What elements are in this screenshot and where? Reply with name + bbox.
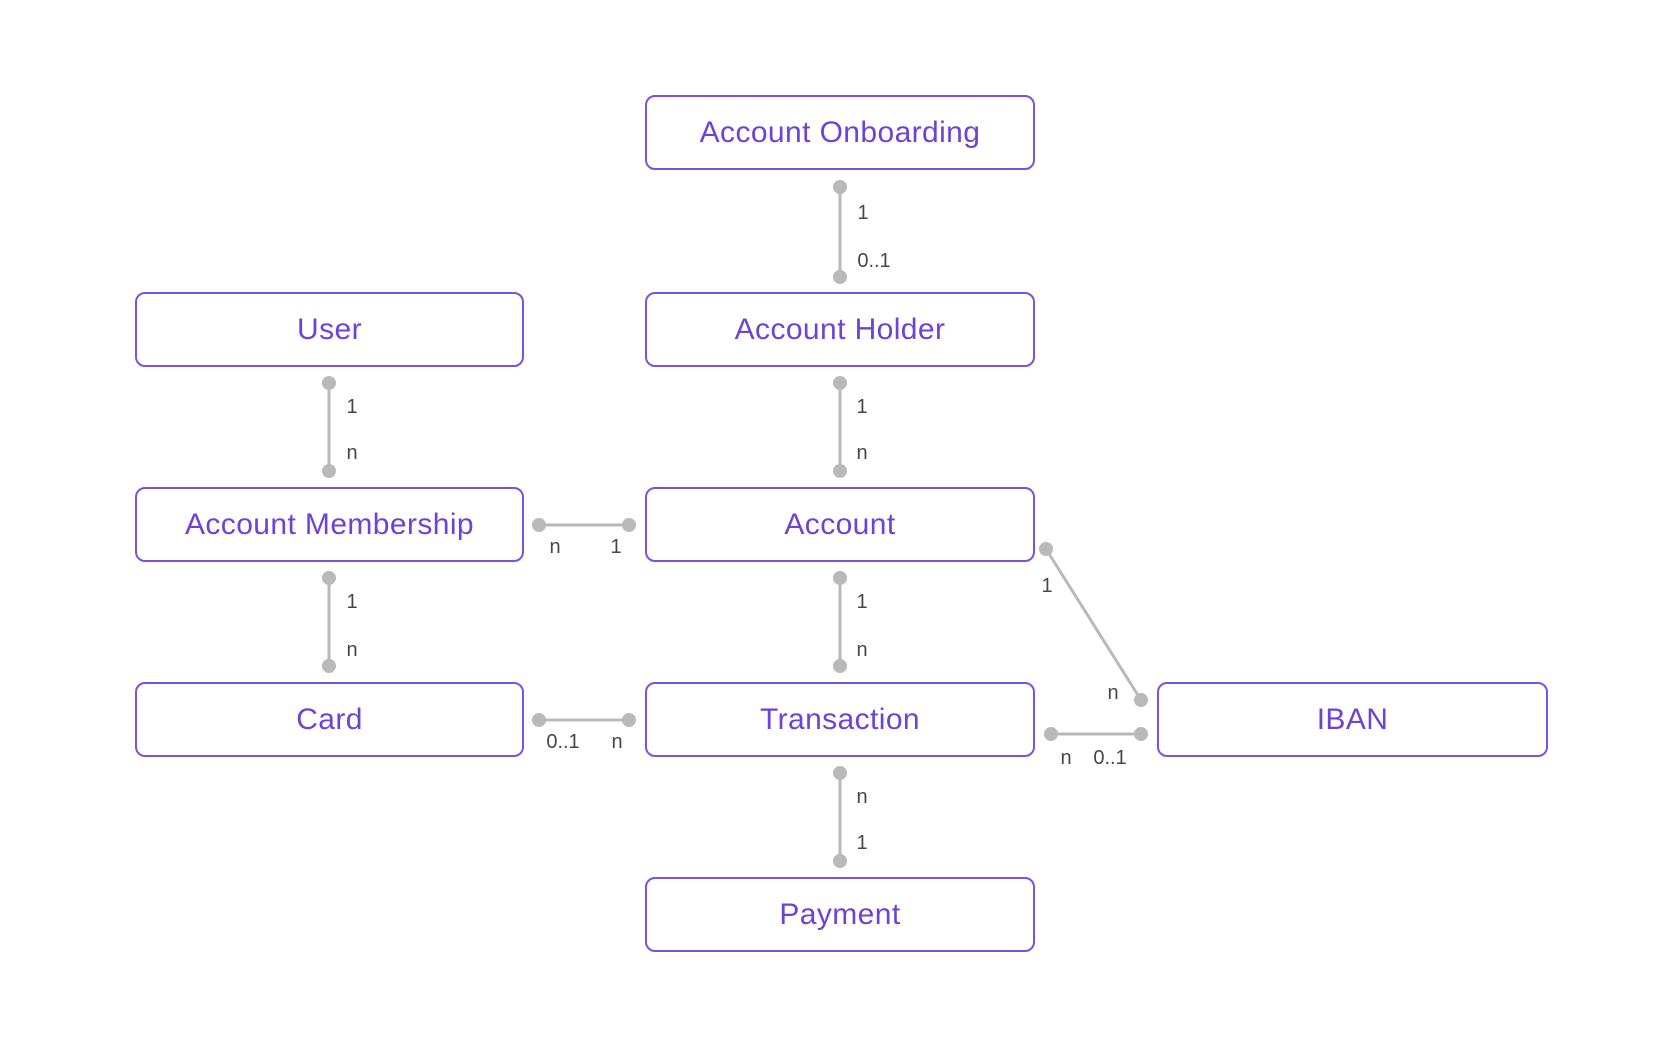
connector-user-membership[interactable]: [322, 376, 336, 478]
cardinality-label: n: [856, 442, 868, 464]
entity-account-membership[interactable]: Account Membership: [135, 487, 524, 562]
connector-endpoint-dot[interactable]: [1039, 542, 1053, 556]
entity-label: Account Onboarding: [699, 115, 981, 149]
entity-user[interactable]: User: [135, 292, 524, 367]
cardinality-label: 1: [856, 591, 868, 613]
cardinality-label: n: [346, 639, 358, 661]
cardinality-label: 1: [610, 536, 622, 558]
connector-endpoint-dot[interactable]: [833, 659, 847, 673]
connector-endpoint-dot[interactable]: [532, 518, 546, 532]
connector-endpoint-dot[interactable]: [322, 571, 336, 585]
cardinality-label: n: [856, 786, 868, 808]
entity-label: Transaction: [759, 702, 921, 736]
connector-endpoint-dot[interactable]: [833, 464, 847, 478]
entity-transaction[interactable]: Transaction: [645, 682, 1035, 757]
connector-endpoint-dot[interactable]: [833, 766, 847, 780]
cardinality-label: 1: [857, 202, 869, 224]
cardinality-label: 0..1: [857, 250, 891, 272]
connector-account-transaction[interactable]: [833, 571, 847, 673]
entity-payment[interactable]: Payment: [645, 877, 1035, 952]
connector-transaction-iban[interactable]: [1044, 727, 1148, 741]
connector-card-transaction[interactable]: [532, 713, 636, 727]
cardinality-label: 0..1: [1093, 747, 1127, 769]
entity-account-onboarding[interactable]: Account Onboarding: [645, 95, 1035, 170]
connector-endpoint-dot[interactable]: [833, 854, 847, 868]
cardinality-label: 1: [346, 396, 358, 418]
connector-membership-account[interactable]: [532, 518, 636, 532]
connector-endpoint-dot[interactable]: [622, 713, 636, 727]
cardinality-label: n: [1107, 682, 1119, 704]
entity-label: Card: [296, 702, 363, 736]
cardinality-label: n: [1060, 747, 1072, 769]
connector-onboarding-holder[interactable]: [833, 180, 847, 284]
connector-endpoint-dot[interactable]: [322, 659, 336, 673]
entity-label: IBAN: [1316, 702, 1389, 736]
connector-endpoint-dot[interactable]: [322, 464, 336, 478]
connector-endpoint-dot[interactable]: [833, 376, 847, 390]
entity-iban[interactable]: IBAN: [1157, 682, 1548, 757]
cardinality-label: 1: [856, 832, 868, 854]
entity-card[interactable]: Card: [135, 682, 524, 757]
connector-account-iban[interactable]: [1039, 542, 1148, 707]
entity-account-holder[interactable]: Account Holder: [645, 292, 1035, 367]
connector-holder-account[interactable]: [833, 376, 847, 478]
entity-account[interactable]: Account: [645, 487, 1035, 562]
connector-transaction-payment[interactable]: [833, 766, 847, 868]
cardinality-label: 1: [1041, 575, 1053, 597]
cardinality-label: n: [346, 442, 358, 464]
entity-label: Payment: [779, 897, 901, 931]
cardinality-label: 1: [346, 591, 358, 613]
cardinality-label: n: [549, 536, 561, 558]
entity-label: Account Holder: [734, 312, 946, 346]
connector-endpoint-dot[interactable]: [833, 270, 847, 284]
connector-endpoint-dot[interactable]: [1134, 693, 1148, 707]
cardinality-label: n: [856, 639, 868, 661]
entity-label: Account: [784, 507, 896, 541]
connector-endpoint-dot[interactable]: [1044, 727, 1058, 741]
connector-endpoint-dot[interactable]: [1134, 727, 1148, 741]
connector-endpoint-dot[interactable]: [532, 713, 546, 727]
connector-endpoint-dot[interactable]: [833, 180, 847, 194]
connector-endpoint-dot[interactable]: [833, 571, 847, 585]
cardinality-label: 0..1: [546, 731, 580, 753]
cardinality-label: n: [611, 731, 623, 753]
connector-endpoint-dot[interactable]: [622, 518, 636, 532]
cardinality-label: 1: [856, 396, 868, 418]
entity-label: Account Membership: [185, 507, 474, 541]
entity-label: User: [297, 312, 362, 346]
connector-endpoint-dot[interactable]: [322, 376, 336, 390]
connector-membership-card[interactable]: [322, 571, 336, 673]
connector-line: [1044, 548, 1143, 701]
